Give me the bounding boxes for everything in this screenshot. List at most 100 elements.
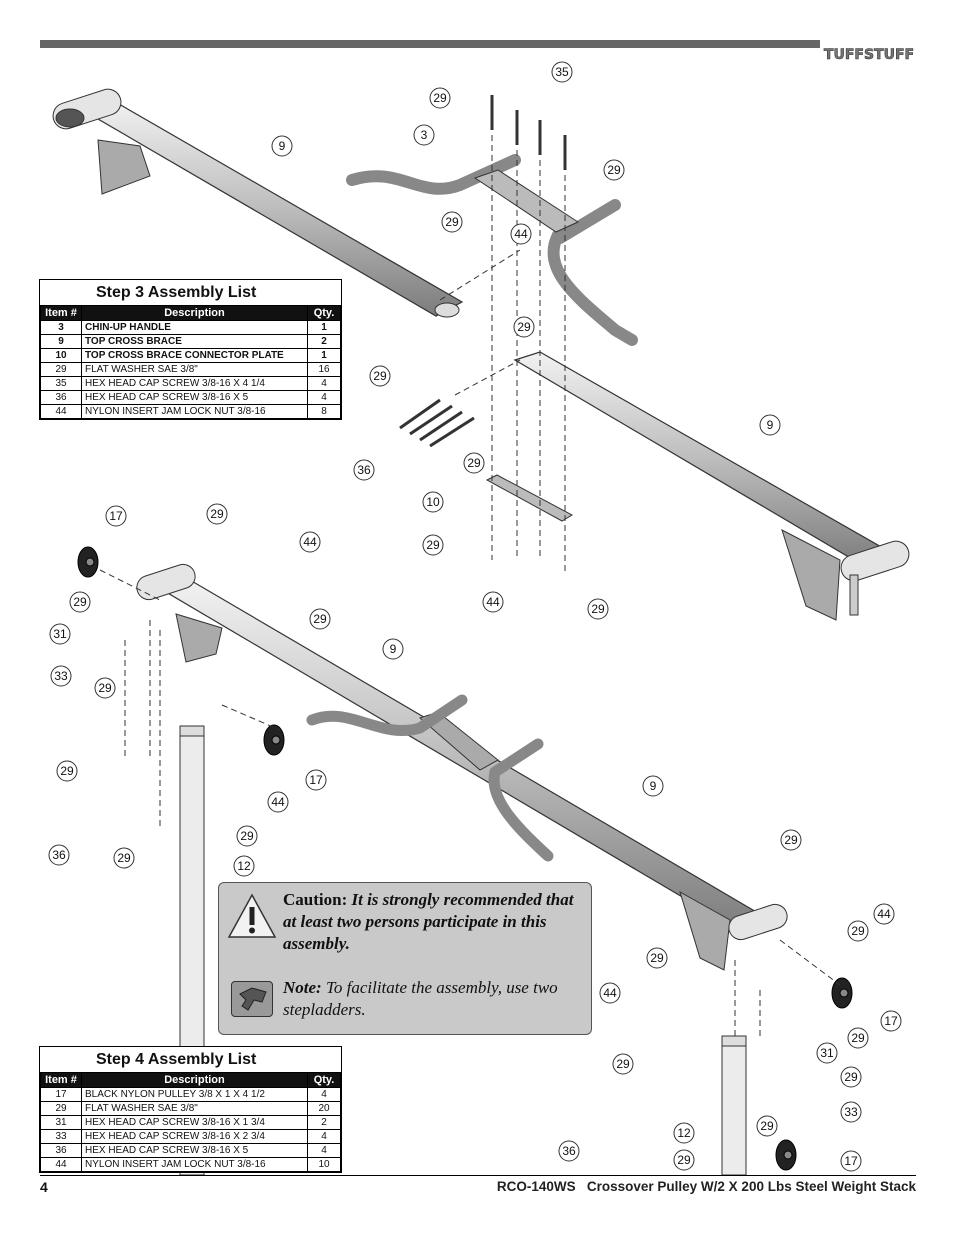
callout: 29 [780,829,802,851]
callout: 17 [880,1010,902,1032]
note-label: Note: [283,978,322,997]
callout: 9 [642,775,664,797]
svg-text:33: 33 [54,669,68,683]
svg-text:29: 29 [210,507,224,521]
svg-text:12: 12 [237,859,251,873]
svg-text:29: 29 [784,833,798,847]
callout: 31 [816,1042,838,1064]
svg-text:29: 29 [851,1031,865,1045]
top-cross-brace-right [513,351,910,621]
warning-icon [227,893,277,938]
caution-message: It is strongly recommended that at least… [283,890,574,953]
callout: 9 [759,414,781,436]
pulleys [77,546,853,1171]
caution-box: Caution: It is strongly recommended that… [218,882,592,1035]
svg-text:44: 44 [303,535,317,549]
callout: 29 [603,159,625,181]
svg-text:17: 17 [109,509,123,523]
callout: 17 [840,1150,862,1172]
svg-text:29: 29 [313,612,327,626]
callout: 29 [56,760,78,782]
svg-text:9: 9 [767,418,774,432]
page-number: 4 [40,1179,48,1195]
svg-text:29: 29 [760,1119,774,1133]
callout: 17 [105,505,127,527]
svg-text:9: 9 [650,779,657,793]
callout: 33 [840,1101,862,1123]
callout: 29 [422,534,444,556]
svg-text:36: 36 [357,463,371,477]
svg-text:44: 44 [877,907,891,921]
svg-text:44: 44 [514,227,528,241]
svg-text:31: 31 [820,1046,834,1060]
note-text: Note: To facilitate the assembly, use tw… [283,977,583,1021]
svg-text:29: 29 [517,320,531,334]
callout: 29 [646,947,668,969]
header-description: Description [81,1072,308,1088]
header-qty: Qty. [307,1072,341,1088]
svg-text:10: 10 [426,495,440,509]
svg-text:29: 29 [591,602,605,616]
callout: 36 [48,844,70,866]
svg-text:44: 44 [271,795,285,809]
bolts-top [399,95,567,448]
callout: 29 [236,825,258,847]
svg-text:29: 29 [607,163,621,177]
note-hand-icon [231,981,273,1017]
note-message: To facilitate the assembly, use two step… [283,978,558,1019]
svg-text:29: 29 [117,851,131,865]
svg-text:44: 44 [603,986,617,1000]
callout: 12 [233,855,255,877]
step3-title: Step 3 Assembly List [96,284,257,301]
svg-text:12: 12 [677,1126,691,1140]
caution-label: Caution: [283,890,348,909]
svg-text:29: 29 [426,538,440,552]
svg-text:44: 44 [486,595,500,609]
callout: 29 [847,1027,869,1049]
header-qty: Qty. [307,305,341,321]
svg-text:29: 29 [445,215,459,229]
svg-text:17: 17 [844,1154,858,1168]
callout: 10 [422,491,444,513]
callout: 29 [513,316,535,338]
svg-text:29: 29 [650,951,664,965]
header-bar [40,40,820,48]
svg-text:29: 29 [616,1057,630,1071]
callout: 29 [94,677,116,699]
svg-text:33: 33 [844,1105,858,1119]
callout: 29 [206,503,228,525]
callout: 29 [840,1066,862,1088]
brand-logo-text: TUFFSTUFF [824,47,914,63]
step4-title: Step 4 Assembly List [96,1051,257,1068]
svg-text:3: 3 [421,128,428,142]
svg-text:29: 29 [677,1153,691,1167]
footer-rule [40,1175,916,1176]
svg-text:29: 29 [851,924,865,938]
callout: 29 [309,608,331,630]
callout: 44 [299,531,321,553]
callout: 36 [353,459,375,481]
callout: 3 [413,124,435,146]
footer-model: RCO-140WS [496,1179,576,1194]
callout: 33 [50,665,72,687]
svg-text:17: 17 [309,773,323,787]
callout: 9 [271,135,293,157]
svg-text:29: 29 [98,681,112,695]
callout: 44 [510,223,532,245]
chin-up-handle-bottom [306,694,554,862]
callout: 31 [49,623,71,645]
svg-text:9: 9 [279,139,286,153]
svg-text:29: 29 [60,764,74,778]
callout: 44 [267,791,289,813]
